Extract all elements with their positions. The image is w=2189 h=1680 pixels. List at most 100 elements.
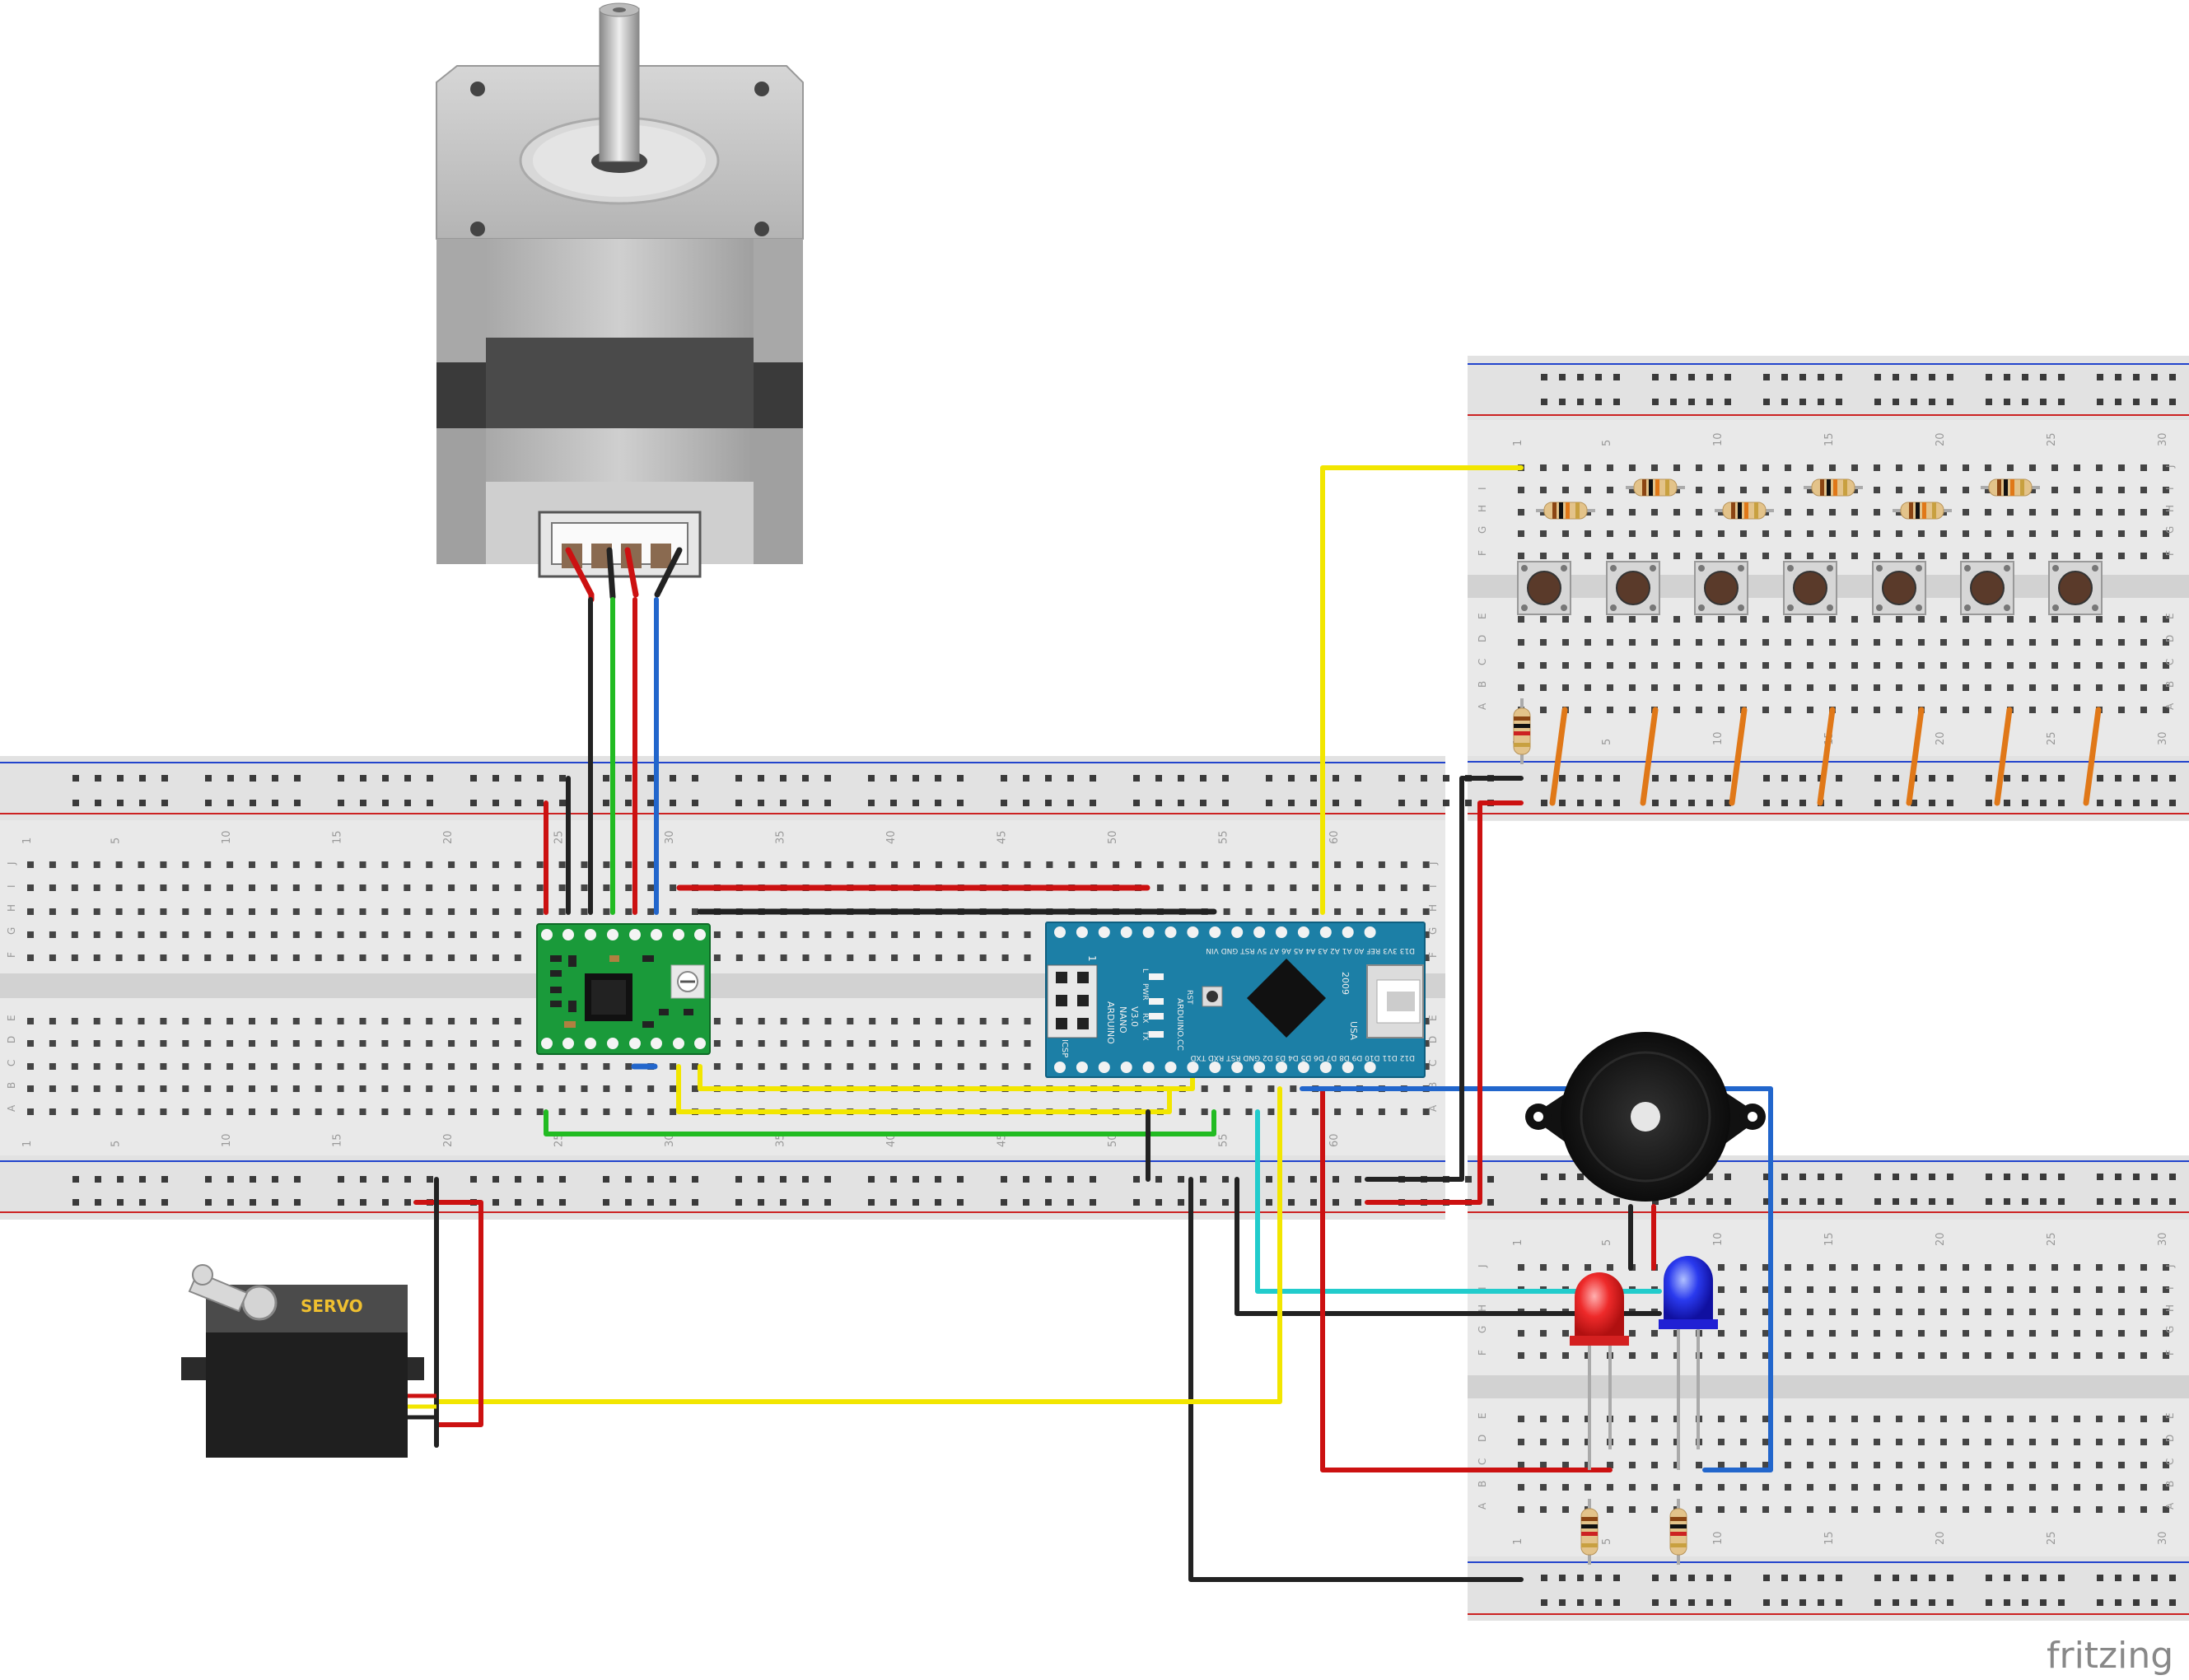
row-letter: J <box>2164 464 2176 469</box>
hole <box>1518 639 1524 646</box>
hole <box>1422 931 1430 938</box>
rail-hole <box>1559 800 1566 806</box>
rail-hole <box>2115 1198 2121 1205</box>
hole <box>2096 1352 2103 1359</box>
hole <box>1518 1439 1524 1445</box>
hole <box>249 1018 255 1024</box>
hole <box>1785 553 1791 559</box>
rail-hole <box>294 800 301 806</box>
rail-hole <box>427 800 433 806</box>
hole <box>1762 1286 1769 1293</box>
hole <box>426 931 433 938</box>
hole <box>514 861 521 868</box>
rail-hole <box>1781 1198 1788 1205</box>
hole <box>625 861 632 868</box>
hole <box>492 861 499 868</box>
hole <box>115 1085 123 1092</box>
hole <box>1201 861 1208 868</box>
row-letter: I <box>1477 487 1488 490</box>
hole <box>1629 530 1636 537</box>
hole <box>93 954 100 961</box>
rail-hole <box>1929 1599 1935 1606</box>
rail-hole <box>735 800 742 806</box>
rail-hole <box>1067 800 1074 806</box>
rail-hole <box>1023 800 1029 806</box>
hole <box>1963 509 1969 516</box>
hole <box>404 908 411 915</box>
hole <box>1785 464 1791 471</box>
hole <box>49 1108 56 1115</box>
column-number: 35 <box>775 830 787 844</box>
rail-hole <box>1706 1174 1713 1180</box>
row-letter: J <box>6 861 17 866</box>
rail-hole <box>404 775 411 782</box>
hole <box>1585 1264 1591 1271</box>
hole <box>2096 553 2103 559</box>
rail-hole <box>1947 775 1953 782</box>
hole <box>1540 1484 1547 1491</box>
hole <box>1807 464 1813 471</box>
hole <box>1718 1330 1725 1337</box>
nano-pin <box>1319 926 1332 938</box>
hole <box>536 861 544 868</box>
rail-hole <box>1688 399 1695 405</box>
rail-hole <box>692 1199 698 1206</box>
rail-hole <box>1613 399 1620 405</box>
rail-hole <box>1023 775 1029 782</box>
wire-black-bridge <box>1365 776 1524 1182</box>
rail-hole <box>1763 1575 1770 1581</box>
hole <box>2118 1439 2125 1445</box>
hole <box>1718 1416 1725 1422</box>
hole <box>647 1108 655 1115</box>
rail-hole <box>139 1199 146 1206</box>
rail-hole <box>625 775 632 782</box>
rail-hole <box>1725 374 1731 380</box>
column-number: 20 <box>442 830 455 844</box>
hole <box>758 861 765 868</box>
hole <box>1918 1506 1925 1513</box>
rail-hole <box>670 1176 676 1183</box>
rail-hole <box>868 775 875 782</box>
hole <box>1851 509 1858 516</box>
hole <box>2140 684 2147 691</box>
hole <box>160 931 167 938</box>
hole <box>2051 707 2058 713</box>
hole <box>1651 1352 1658 1359</box>
hole <box>1223 1108 1230 1115</box>
hole <box>2074 1462 2080 1468</box>
hole <box>1762 684 1769 691</box>
rail-hole <box>1090 1176 1096 1183</box>
hole <box>2074 1439 2080 1445</box>
hole <box>337 1063 344 1070</box>
hole <box>1156 884 1164 891</box>
rail-hole <box>2151 1198 2158 1205</box>
hole <box>2118 487 2125 493</box>
hole <box>2096 639 2103 646</box>
rail-hole <box>780 1176 786 1183</box>
hole <box>2007 1439 2014 1445</box>
hole <box>138 1108 145 1115</box>
hole <box>1046 861 1053 868</box>
hole <box>1518 1330 1524 1337</box>
rail-hole <box>360 775 366 782</box>
column-number: 60 <box>1328 1133 1341 1147</box>
hole <box>292 884 300 891</box>
rail-hole <box>1595 1599 1602 1606</box>
rail-hole <box>957 800 964 806</box>
hole <box>1740 616 1747 623</box>
rail-hole <box>1688 775 1695 782</box>
rail-hole <box>1652 1575 1659 1581</box>
hole <box>802 1063 810 1070</box>
hole <box>1985 487 1991 493</box>
hole <box>71 861 78 868</box>
hole <box>1651 530 1658 537</box>
hole <box>2096 509 2103 516</box>
hole <box>558 908 566 915</box>
hole <box>1696 509 1702 516</box>
hole <box>292 1108 300 1115</box>
row-letter: B <box>1427 1082 1439 1089</box>
rail-hole <box>1670 1599 1677 1606</box>
rail-hole <box>1222 775 1229 782</box>
hole <box>1896 1264 1902 1271</box>
column-number: 20 <box>1935 1232 1947 1246</box>
